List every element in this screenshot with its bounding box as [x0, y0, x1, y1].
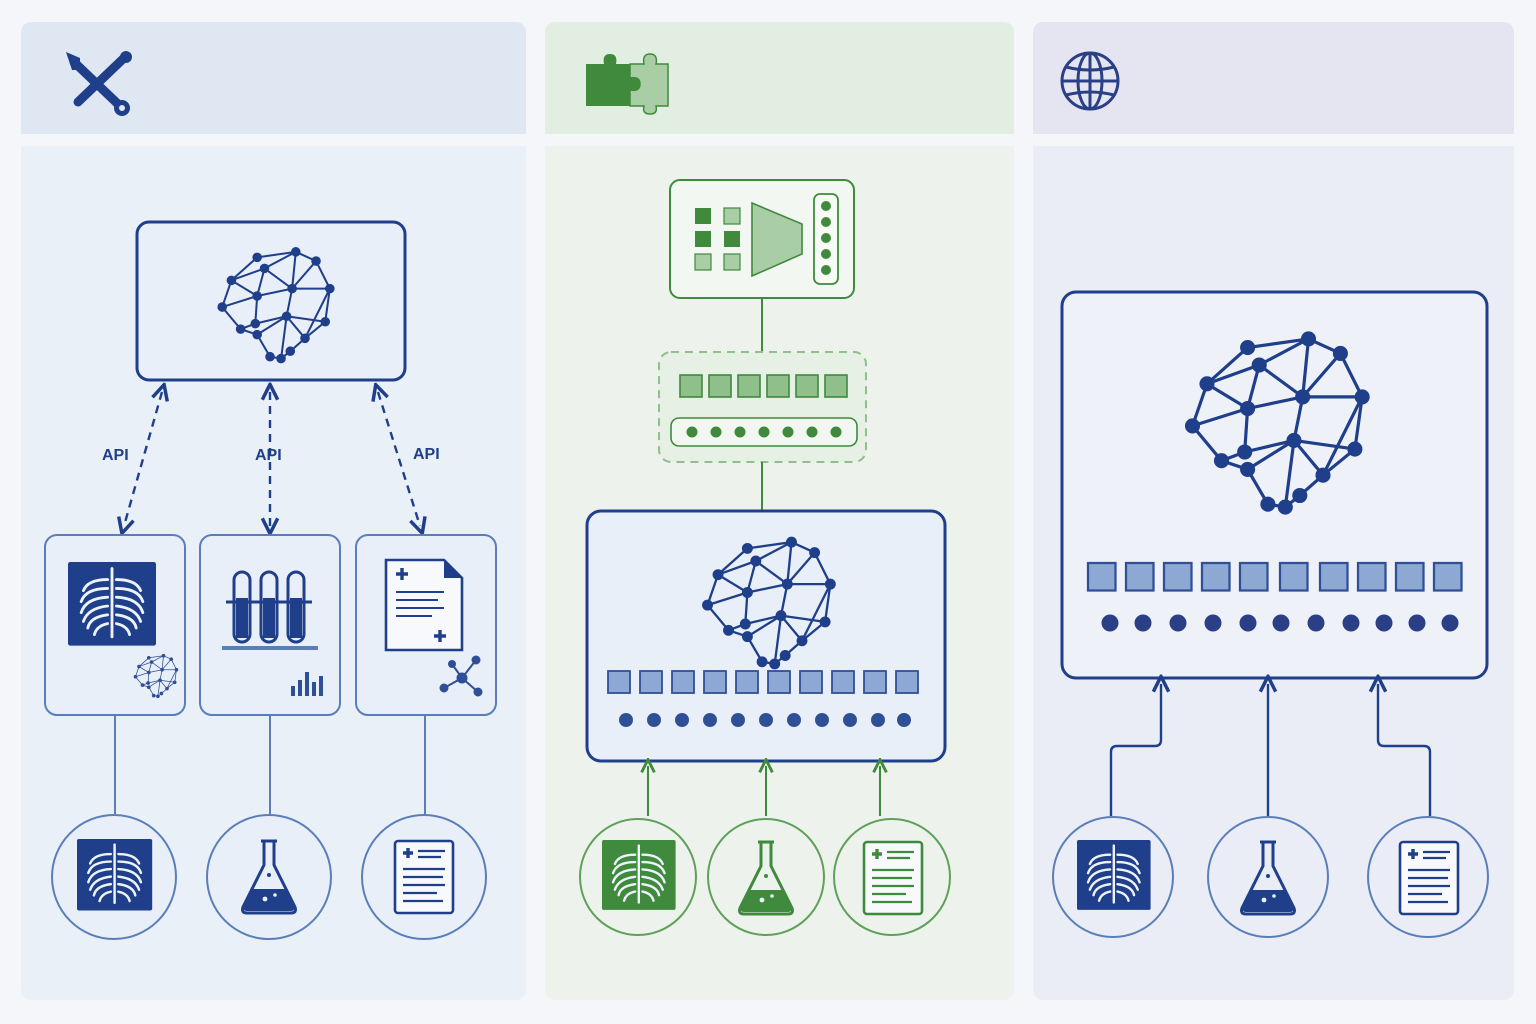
panel-header-adapter	[545, 22, 1014, 134]
panel-header-unified	[1033, 22, 1514, 134]
panel-body-adapter	[545, 146, 1014, 1000]
panel-body-unified	[1033, 146, 1514, 1000]
panel-adapter	[545, 22, 1014, 1000]
panel-tool-use	[21, 22, 526, 1000]
panel-header-tool-use	[21, 22, 526, 134]
panel-body-tool-use	[21, 146, 526, 1000]
panel-unified	[1033, 22, 1514, 1000]
